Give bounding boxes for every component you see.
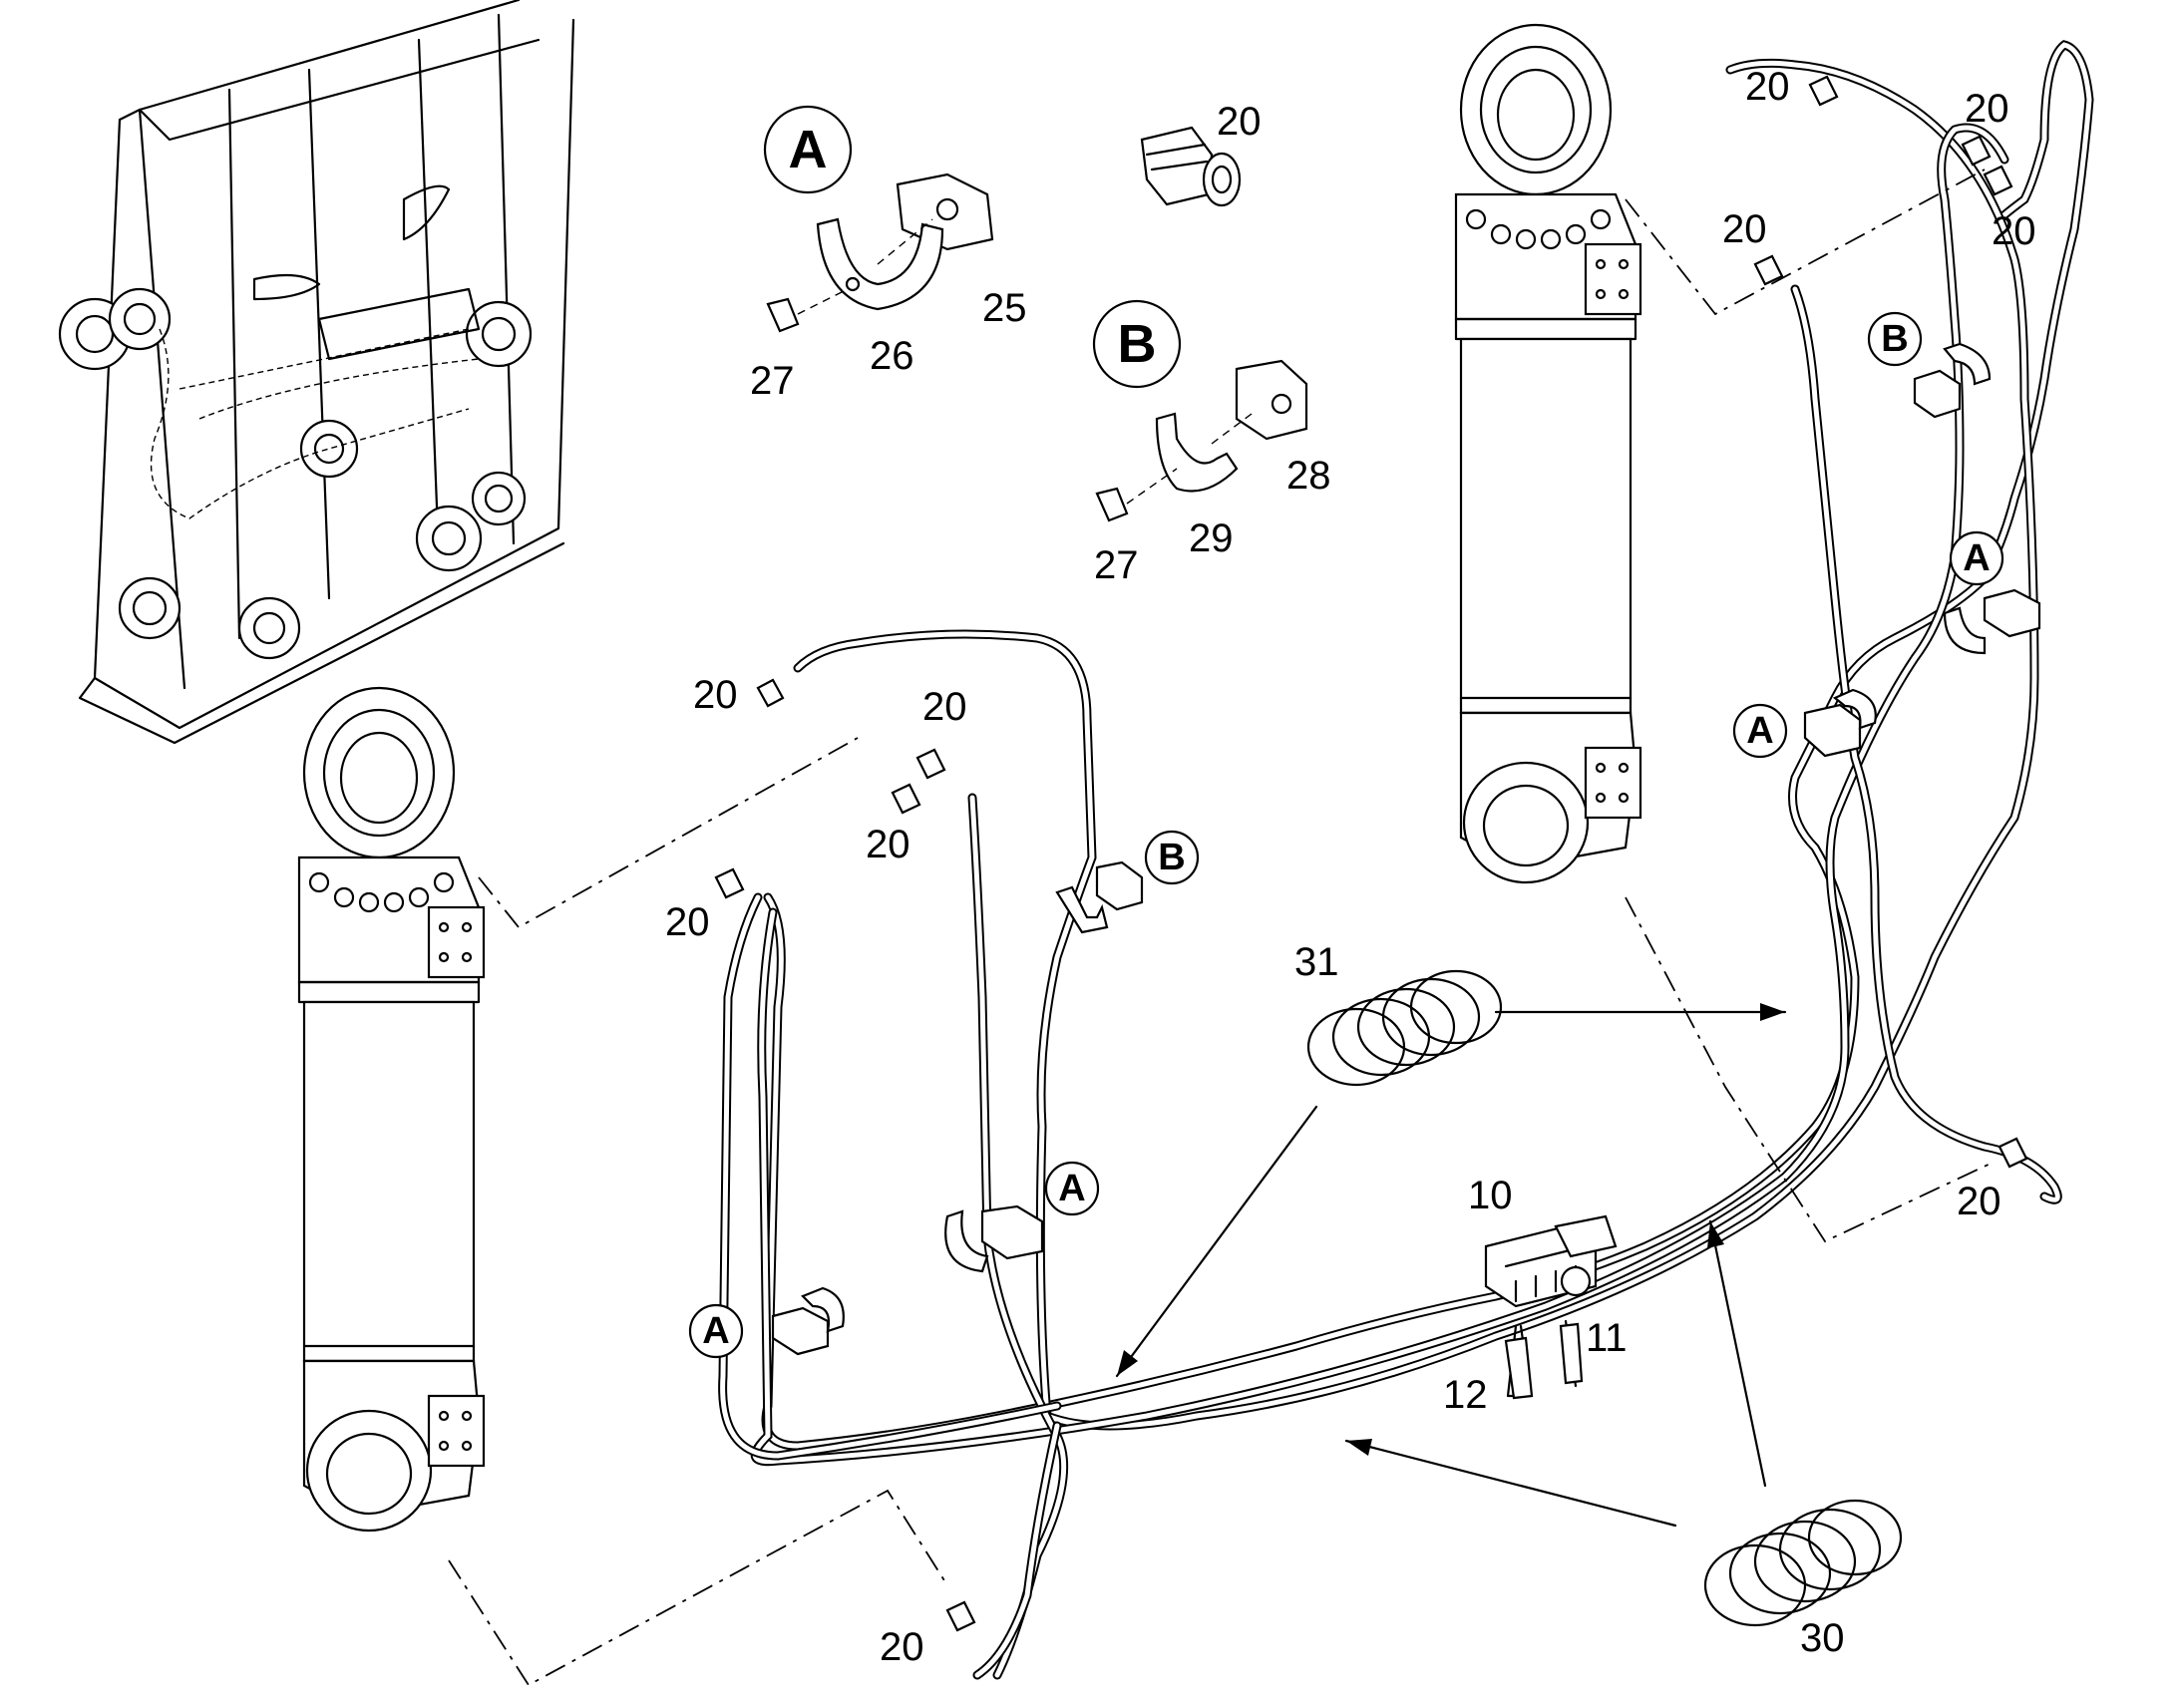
left-hydraulic-cylinder bbox=[297, 686, 486, 1533]
spiral-guard-31 bbox=[1306, 969, 1503, 1087]
label-part-20: 20 bbox=[1745, 65, 1790, 109]
detail-marker-a: A bbox=[688, 1303, 744, 1359]
label-part-10: 10 bbox=[1468, 1174, 1513, 1217]
clamp-a-detail bbox=[766, 172, 994, 333]
svg-text:A: A bbox=[1058, 1168, 1085, 1209]
hose-assembly bbox=[718, 40, 2094, 1680]
label-part-20: 20 bbox=[922, 685, 967, 729]
right-hydraulic-cylinder bbox=[1454, 23, 1642, 884]
label-part-26: 26 bbox=[870, 334, 914, 378]
assembly-arrows bbox=[1115, 1003, 1787, 1528]
svg-text:A: A bbox=[789, 120, 828, 179]
clamps bbox=[766, 172, 2041, 1356]
svg-text:A: A bbox=[702, 1310, 729, 1352]
detail-marker-a: A bbox=[1044, 1161, 1100, 1216]
detail-marker-b: B bbox=[1867, 311, 1923, 367]
svg-text:A: A bbox=[1746, 710, 1773, 752]
label-part-20: 20 bbox=[1992, 209, 2036, 253]
detail-marker-b: B bbox=[1144, 830, 1200, 885]
fittings-20 bbox=[714, 75, 2028, 1632]
part-labels: 20 25 26 27 28 29 27 20 20 20 20 20 20 2… bbox=[665, 65, 2036, 1669]
label-part-27: 27 bbox=[1094, 543, 1139, 587]
hose-block-10 bbox=[1484, 1214, 1618, 1400]
label-part-20: 20 bbox=[1965, 87, 2009, 131]
label-part-20: 20 bbox=[693, 673, 738, 717]
alignment-lines bbox=[448, 169, 1996, 1687]
svg-text:B: B bbox=[1158, 837, 1185, 878]
label-part-27: 27 bbox=[750, 359, 795, 403]
detail-marker-a: A bbox=[1949, 530, 2004, 586]
clamp-b-detail bbox=[1095, 359, 1308, 522]
label-part-20: 20 bbox=[665, 900, 710, 944]
spiral-guard-30 bbox=[1703, 1499, 1903, 1627]
label-part-28: 28 bbox=[1286, 454, 1331, 498]
label-part-20: 20 bbox=[880, 1625, 924, 1669]
label-part-12: 12 bbox=[1443, 1373, 1488, 1417]
svg-text:B: B bbox=[1118, 314, 1157, 374]
label-part-11: 11 bbox=[1586, 1316, 1628, 1360]
label-part-30: 30 bbox=[1800, 1616, 1845, 1660]
label-part-20: 20 bbox=[1722, 207, 1767, 251]
detail-marker-b-large: B bbox=[1092, 299, 1182, 389]
label-part-20: 20 bbox=[1957, 1180, 2001, 1223]
label-part-25: 25 bbox=[982, 286, 1027, 330]
label-part-31: 31 bbox=[1294, 940, 1339, 984]
svg-text:B: B bbox=[1881, 318, 1908, 360]
label-part-20: 20 bbox=[866, 823, 910, 866]
svg-text:A: A bbox=[1963, 537, 1990, 579]
detail-markers: A B B A A B A A bbox=[688, 105, 2004, 1359]
label-part-29: 29 bbox=[1189, 516, 1234, 560]
detail-marker-a-large: A bbox=[763, 105, 853, 194]
mast-frame bbox=[58, 0, 575, 745]
label-part-20: 20 bbox=[1217, 100, 1262, 144]
detail-marker-a: A bbox=[1732, 703, 1788, 759]
